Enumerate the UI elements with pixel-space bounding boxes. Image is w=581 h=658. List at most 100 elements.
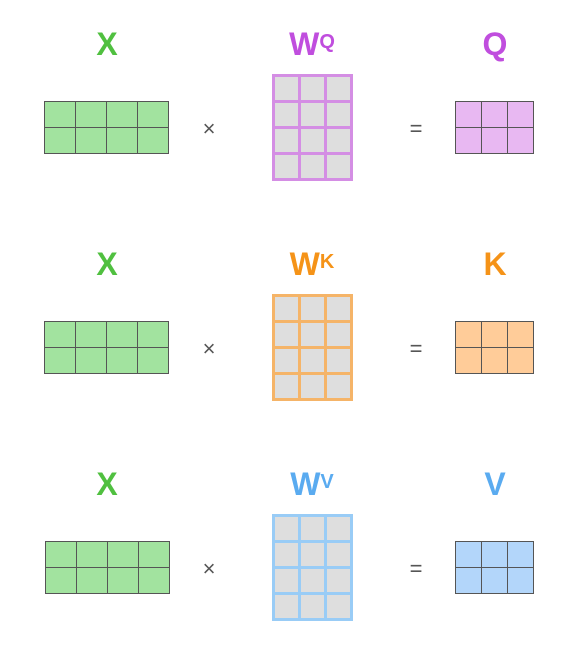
weight-matrix xyxy=(272,514,353,621)
matrix-cell xyxy=(138,348,168,373)
matrix-cell xyxy=(327,595,350,618)
matrix-cell xyxy=(275,375,298,398)
matrix-cell xyxy=(482,102,507,127)
matrix-cell xyxy=(76,322,106,347)
weight-matrix-label: WV xyxy=(290,468,334,500)
matrix-cell xyxy=(107,128,137,153)
matrix-cell xyxy=(107,348,137,373)
weight-label-superscript: V xyxy=(320,471,334,493)
matrix-cell xyxy=(301,129,324,152)
matrix-cell xyxy=(139,568,169,593)
output-matrix-label: Q xyxy=(482,26,508,62)
matrix-cell xyxy=(327,517,350,540)
matrix-cell xyxy=(482,568,507,593)
matrix-cell xyxy=(108,568,138,593)
matrix-cell xyxy=(138,102,168,127)
matrix-cell xyxy=(456,322,481,347)
matrix-cell xyxy=(45,348,75,373)
matrix-cell xyxy=(46,542,76,567)
matrix-cell xyxy=(482,128,507,153)
matrix-cell xyxy=(138,128,168,153)
matrix-cell xyxy=(508,102,533,127)
matrix-cell xyxy=(77,542,107,567)
input-matrix-label: X xyxy=(96,246,118,282)
weight-label-superscript: K xyxy=(319,251,335,273)
matrix-cell xyxy=(107,102,137,127)
equals-operator: = xyxy=(409,116,423,141)
weight-label-base: W xyxy=(289,26,320,62)
matrix-cell xyxy=(275,77,298,100)
matrix-cell xyxy=(275,569,298,592)
matrix-cell xyxy=(301,155,324,178)
projection-row-q: X×WQ=Q xyxy=(0,0,581,200)
matrix-cell xyxy=(275,103,298,126)
matrix-cell xyxy=(482,322,507,347)
output-matrix-label: V xyxy=(484,466,506,502)
matrix-cell xyxy=(301,595,324,618)
matrix-cell xyxy=(45,102,75,127)
output-matrix-label: K xyxy=(483,246,507,282)
output-matrix xyxy=(455,321,534,374)
matrix-cell xyxy=(327,297,350,320)
projection-row-v: X×WV=V xyxy=(0,440,581,640)
projection-row-k: X×WK=K xyxy=(0,220,581,420)
matrix-cell xyxy=(138,322,168,347)
weight-label-superscript: Q xyxy=(319,31,335,53)
matrix-cell xyxy=(327,129,350,152)
matrix-cell xyxy=(45,322,75,347)
matrix-cell xyxy=(76,102,106,127)
matrix-cell xyxy=(46,568,76,593)
matrix-cell xyxy=(301,103,324,126)
matrix-cell xyxy=(76,128,106,153)
output-matrix xyxy=(455,101,534,154)
matrix-cell xyxy=(108,542,138,567)
matrix-cell xyxy=(327,375,350,398)
input-matrix-label: X xyxy=(96,26,118,62)
equals-operator: = xyxy=(409,336,423,361)
matrix-cell xyxy=(301,349,324,372)
matrix-cell xyxy=(301,517,324,540)
matrix-cell xyxy=(327,77,350,100)
weight-matrix xyxy=(272,294,353,401)
matrix-cell xyxy=(275,349,298,372)
matrix-cell xyxy=(77,568,107,593)
matrix-cell xyxy=(301,543,324,566)
weight-matrix-label: WQ xyxy=(289,28,335,60)
matrix-cell xyxy=(327,155,350,178)
matrix-cell xyxy=(508,542,533,567)
weight-label-base: W xyxy=(289,246,320,282)
input-matrix-label: X xyxy=(96,466,118,502)
matrix-cell xyxy=(275,323,298,346)
matrix-cell xyxy=(508,128,533,153)
matrix-cell xyxy=(275,155,298,178)
matrix-cell xyxy=(508,322,533,347)
matrix-cell xyxy=(508,348,533,373)
matrix-cell xyxy=(139,542,169,567)
multiply-operator: × xyxy=(202,336,216,361)
matrix-cell xyxy=(301,375,324,398)
matrix-cell xyxy=(275,543,298,566)
matrix-cell xyxy=(301,297,324,320)
matrix-cell xyxy=(275,297,298,320)
input-matrix xyxy=(44,321,169,374)
multiply-operator: × xyxy=(202,116,216,141)
matrix-cell xyxy=(456,128,481,153)
matrix-cell xyxy=(76,348,106,373)
weight-matrix-label: WK xyxy=(290,248,335,280)
matrix-cell xyxy=(275,517,298,540)
weight-label-base: W xyxy=(290,466,321,502)
matrix-cell xyxy=(301,77,324,100)
matrix-cell xyxy=(456,102,481,127)
matrix-cell xyxy=(301,323,324,346)
multiply-operator: × xyxy=(202,556,216,581)
matrix-cell xyxy=(301,569,324,592)
matrix-cell xyxy=(482,542,507,567)
matrix-cell xyxy=(508,568,533,593)
matrix-cell xyxy=(327,543,350,566)
matrix-cell xyxy=(456,542,481,567)
matrix-cell xyxy=(107,322,137,347)
matrix-cell xyxy=(482,348,507,373)
matrix-cell xyxy=(456,568,481,593)
weight-matrix xyxy=(272,74,353,181)
matrix-cell xyxy=(45,128,75,153)
